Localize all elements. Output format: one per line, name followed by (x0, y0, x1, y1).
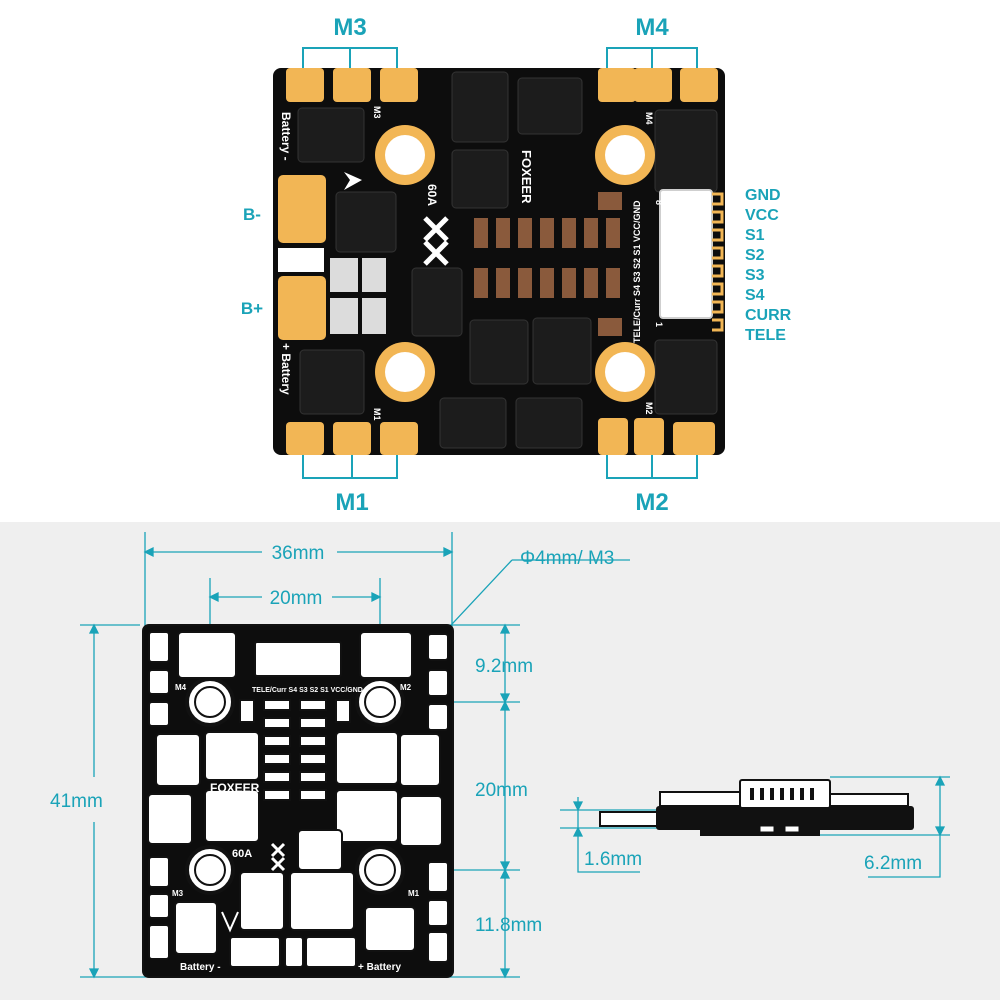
label-m3: M3 (333, 14, 366, 41)
bottom-silk-m1: M1 (408, 889, 420, 898)
silk-brand: FOXEER (519, 150, 534, 204)
bottom-arrow-icon (221, 911, 239, 933)
bottom-silk-m3: M3 (172, 889, 184, 898)
bottom-logo-icon (270, 842, 286, 872)
silk-pin-row: TELE/Curr S4 S3 S2 S1 VCC/GND (632, 200, 642, 343)
capacitors (474, 192, 622, 336)
dim-height: 41mm (50, 791, 103, 812)
silk-rating: 60A (425, 184, 439, 206)
label-b-minus: B- (243, 205, 261, 224)
bottom-motor-pads (286, 418, 715, 455)
silk-pin-1: 1 (654, 322, 664, 327)
pin-label: VCC (745, 207, 779, 224)
label-m1: M1 (335, 489, 368, 516)
pin-label: S3 (745, 267, 765, 284)
silk-pad-m2: M2 (644, 402, 654, 415)
silk-battery-neg: Battery - (279, 112, 293, 161)
dim-pcb-thickness: 1.6mm (584, 849, 642, 870)
dim-total-height: 6.2mm (864, 853, 922, 874)
dim-bottom-offset: 11.8mm (475, 915, 542, 936)
foxeer-logo-icon (423, 216, 449, 266)
bracket-m1 (302, 455, 398, 479)
side-view (599, 779, 914, 836)
bottom-silk-pin-row: TELE/Curr S4 S3 S2 S1 VCC/GND (252, 687, 363, 694)
bracket-m4 (606, 47, 698, 68)
bracket-m2 (606, 455, 698, 479)
silk-battery-pos: + Battery (279, 343, 293, 395)
silk-pad-m1: M1 (372, 408, 382, 421)
dim-top-offset: 9.2mm (475, 656, 533, 677)
battery-neg-pad (278, 175, 326, 243)
dim-width: 36mm (272, 543, 325, 564)
arrow-icon (344, 172, 362, 190)
mosfets (297, 71, 718, 449)
dimension-diagram: 36mm 20mm Φ4mm/ M3 41mm 9.2mm 20mm 11.8m… (50, 532, 950, 979)
bottom-mounting-holes (185, 677, 405, 895)
pin-label: S1 (745, 227, 765, 244)
pin-label: S2 (745, 247, 765, 264)
dim-hole-spacing: 20mm (270, 588, 323, 609)
dim-hole-spec: Φ4mm/ M3 (520, 548, 614, 569)
bottom-silk-rating: 60A (232, 848, 252, 860)
top-view-panel: M3 M4 M1 M2 B- B+ (240, 14, 792, 516)
silk-pin-8: 8 (654, 200, 664, 205)
pin-label: CURR (745, 307, 792, 324)
small-pads (330, 258, 386, 334)
dimension-panel: 36mm 20mm Φ4mm/ M3 41mm 9.2mm 20mm 11.8m… (0, 522, 1000, 1000)
mounting-holes (375, 125, 655, 402)
label-b-plus: B+ (241, 299, 263, 318)
top-motor-pads (286, 68, 718, 102)
pin-label: GND (745, 187, 781, 204)
bottom-silk-m2: M2 (400, 683, 412, 692)
bottom-silk-battery-neg: Battery - (180, 962, 221, 973)
bracket-m3 (302, 47, 398, 68)
battery-pos-pad (278, 276, 326, 340)
label-m2: M2 (635, 489, 668, 516)
board-outline-bottom (142, 624, 454, 978)
pin-label: S4 (745, 287, 765, 304)
bottom-silk-battery-pos: + Battery (358, 962, 402, 973)
connector-pins (712, 192, 724, 332)
signal-connector (659, 189, 713, 319)
bottom-silk-brand: FOXEER (210, 781, 260, 795)
silk-pad-m4: M4 (644, 112, 654, 125)
pin-label: TELE (745, 327, 786, 344)
top-view-diagram: M3 M4 M1 M2 B- B+ (241, 14, 792, 516)
connector-pin-labels: GND VCC S1 S2 S3 S4 CURR TELE (745, 187, 792, 344)
silk-pad-m3: M3 (372, 106, 382, 119)
dim-hole-spacing-v: 20mm (475, 780, 528, 801)
bottom-silk-m4: M4 (175, 683, 187, 692)
label-m4: M4 (635, 14, 669, 41)
battery-gap (278, 248, 324, 272)
